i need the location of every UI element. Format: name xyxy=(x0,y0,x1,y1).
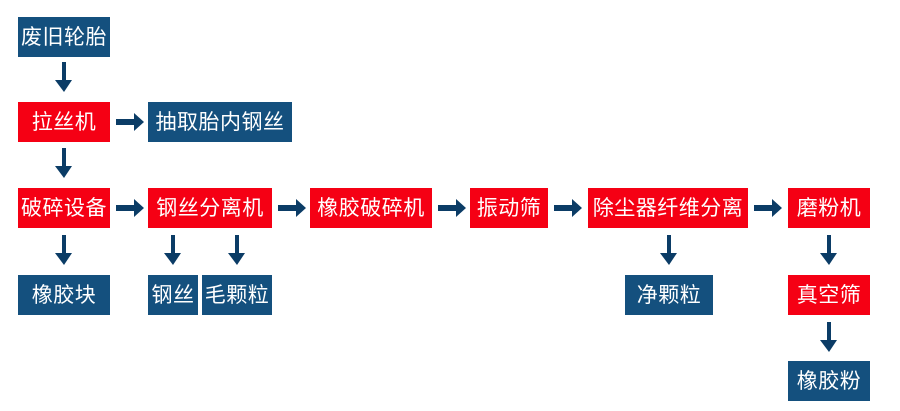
flow-node-label: 净颗粒 xyxy=(636,283,702,307)
flow-node-label: 橡胶破碎机 xyxy=(317,196,425,220)
arrow-down-n1-to-n2-icon xyxy=(53,62,75,92)
arrow-right-n6-to-n7-icon xyxy=(438,197,466,219)
flow-node-n7[interactable]: 振动筛 xyxy=(470,188,548,228)
arrow-right-n4-to-n5-icon xyxy=(116,197,144,219)
arrow-right-n5-to-n6-icon xyxy=(278,197,306,219)
flow-node-label: 真空筛 xyxy=(796,283,862,307)
flow-node-label: 钢丝分离机 xyxy=(156,196,264,220)
flow-node-label: 破碎设备 xyxy=(21,196,107,220)
flow-node-label: 废旧轮胎 xyxy=(21,25,107,49)
flow-node-n14[interactable]: 真空筛 xyxy=(788,275,870,315)
flow-node-label: 橡胶粉 xyxy=(796,369,862,393)
arrow-down-n9-to-n14-icon xyxy=(818,235,840,265)
flow-node-n11[interactable]: 钢丝 xyxy=(148,275,198,315)
flow-node-n6[interactable]: 橡胶破碎机 xyxy=(310,188,432,228)
flow-node-n5[interactable]: 钢丝分离机 xyxy=(148,188,272,228)
flow-node-n12[interactable]: 毛颗粒 xyxy=(202,275,272,315)
flow-node-label: 振动筛 xyxy=(476,196,542,220)
flow-node-n3[interactable]: 抽取胎内钢丝 xyxy=(148,102,292,142)
flow-node-label: 拉丝机 xyxy=(31,110,97,134)
arrow-down-n5-to-n12-icon xyxy=(226,235,248,265)
flow-node-n8[interactable]: 除尘器纤维分离 xyxy=(588,188,748,228)
flow-node-n13[interactable]: 净颗粒 xyxy=(625,275,713,315)
flow-node-label: 橡胶块 xyxy=(31,283,97,307)
arrow-down-n5-to-n11-icon xyxy=(162,235,184,265)
arrow-right-n8-to-n9-icon xyxy=(754,197,782,219)
arrow-down-n4-to-n10-icon xyxy=(53,235,75,265)
flow-node-label: 抽取胎内钢丝 xyxy=(155,110,285,134)
arrow-right-n7-to-n8-icon xyxy=(554,197,582,219)
flow-node-n4[interactable]: 破碎设备 xyxy=(18,188,110,228)
flow-node-label: 钢丝 xyxy=(151,283,195,307)
arrow-down-n8-to-n13-icon xyxy=(658,235,680,265)
flow-node-label: 磨粉机 xyxy=(796,196,862,220)
flow-node-n2[interactable]: 拉丝机 xyxy=(18,102,110,142)
flow-node-label: 除尘器纤维分离 xyxy=(592,196,744,220)
arrow-down-n14-to-n15-icon xyxy=(818,322,840,352)
flow-node-label: 毛颗粒 xyxy=(204,283,270,307)
arrow-right-n2-to-n3-icon xyxy=(116,111,144,133)
flow-node-n1[interactable]: 废旧轮胎 xyxy=(18,17,110,57)
flow-node-n10[interactable]: 橡胶块 xyxy=(18,275,110,315)
arrow-down-n2-to-n4-icon xyxy=(53,148,75,178)
flow-node-n9[interactable]: 磨粉机 xyxy=(788,188,870,228)
flow-node-n15[interactable]: 橡胶粉 xyxy=(788,361,870,401)
